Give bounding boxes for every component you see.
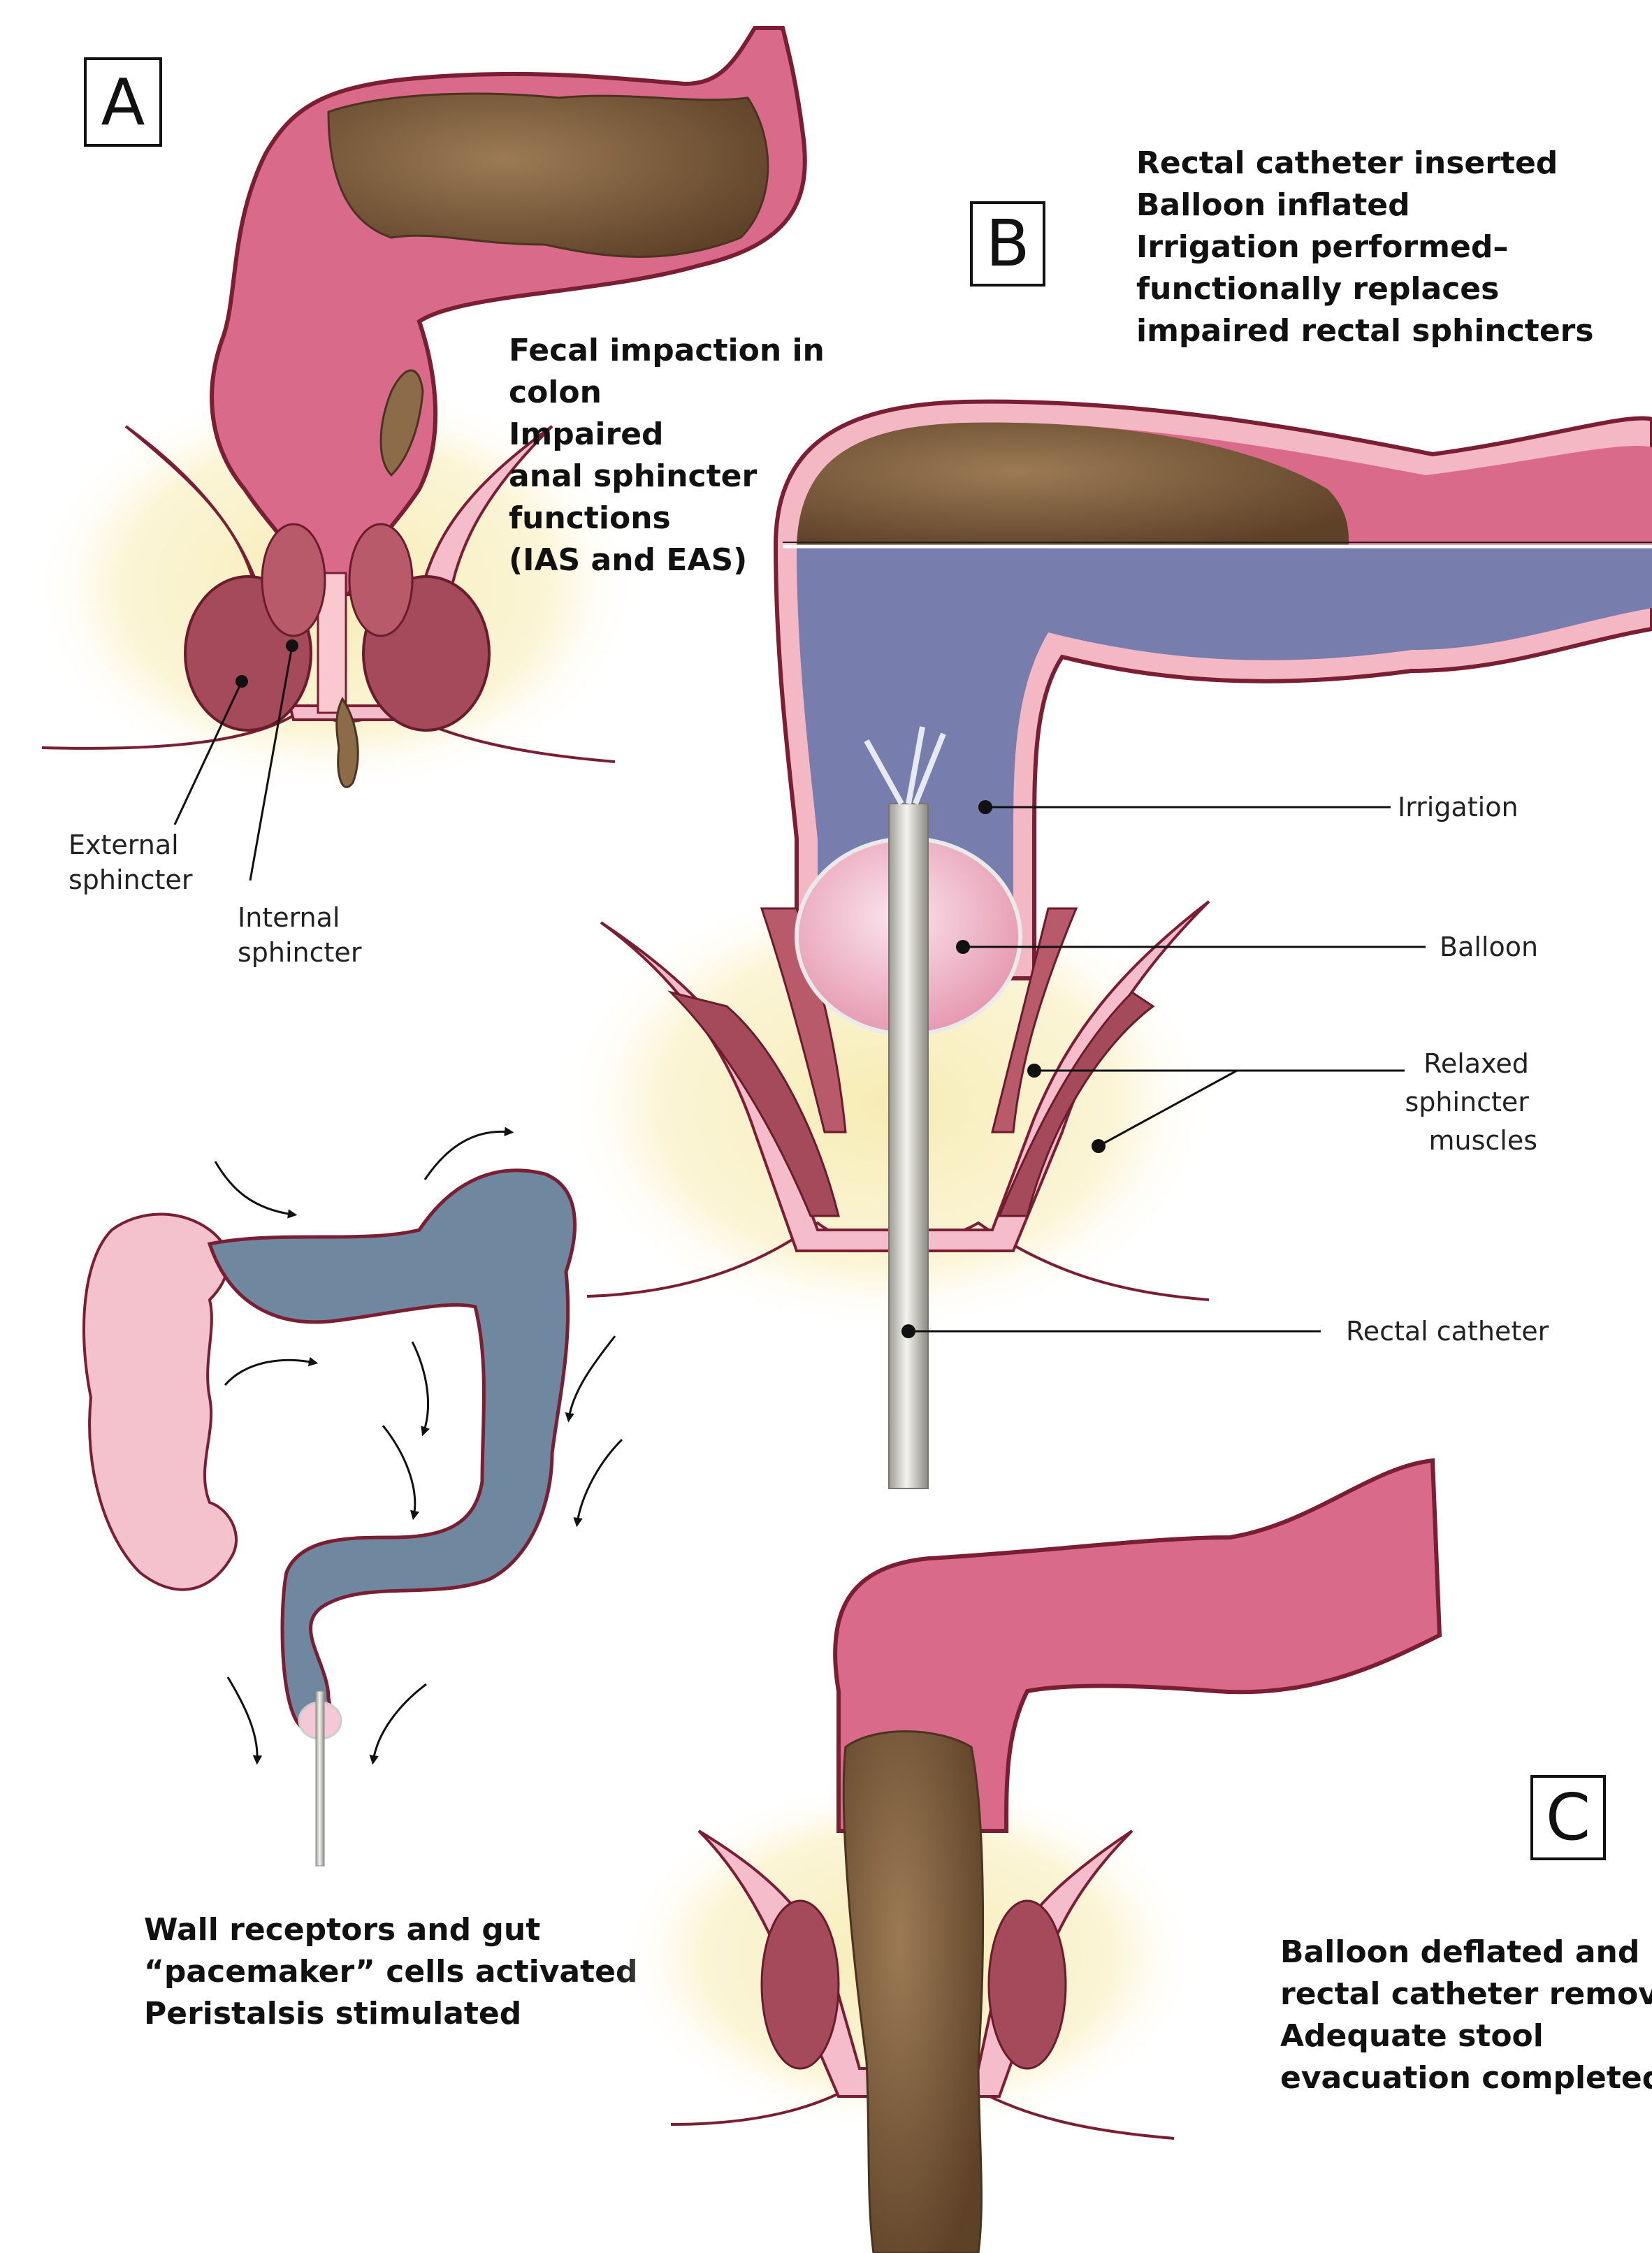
peristalsis-arrow-3 bbox=[224, 1356, 319, 1386]
panel-c-letter-box bbox=[1530, 1775, 1606, 1860]
peristalsis-arrow-1 bbox=[214, 1161, 298, 1219]
peristalsis-arrow-2 bbox=[423, 1126, 514, 1180]
panel-a: A Fecal impaction in colon Impaired anal… bbox=[28, 26, 835, 968]
panel-b-rectal-catheter-label: Rectal catheter bbox=[1346, 1316, 1549, 1347]
panel-a-fecal-mass bbox=[327, 92, 769, 258]
peristalsis-catheter bbox=[315, 1690, 325, 1867]
panel-a-caption: Fecal impaction in colon Impaired anal s… bbox=[509, 333, 835, 578]
panel-a-internal-sphincter-label: Internal sphincter bbox=[238, 902, 362, 968]
peristalsis-panel: Wall receptors and gut “pacemaker” cells… bbox=[82, 1126, 649, 2031]
peristalsis-arrow-6 bbox=[565, 1335, 616, 1423]
panel-a-external-sphincter-leader bbox=[173, 681, 243, 825]
panel-a-internal-sphincter-left bbox=[261, 523, 326, 637]
panel-a-letter-box bbox=[84, 57, 162, 147]
peristalsis-arrow-5 bbox=[382, 1425, 420, 1521]
panel-c-stool-evacuation bbox=[842, 1730, 985, 2253]
panel-b-fecal-mass bbox=[797, 422, 1349, 545]
panel-b-rectal-catheter bbox=[888, 803, 929, 1489]
panel-a-letter: A bbox=[101, 65, 145, 140]
panel-a-external-sphincter-label: External sphincter bbox=[68, 830, 193, 895]
panel-c: C Balloon deflated and rectal catheter r… bbox=[615, 1458, 1652, 2253]
panel-b-relaxed-sphincter-label: Relaxed sphincter muscles bbox=[1405, 1048, 1537, 1156]
panel-b-irrigation-spray bbox=[864, 726, 946, 805]
panel-c-sphincter-left bbox=[760, 1899, 840, 2070]
peristalsis-colon-filled bbox=[207, 1168, 577, 1734]
panel-c-colon bbox=[833, 1458, 1442, 1833]
panel-a-internal-sphincter-right bbox=[348, 523, 414, 637]
peristalsis-arrow-9 bbox=[369, 1683, 427, 1765]
panel-b: B Rectal catheter inserted Balloon infla… bbox=[559, 145, 1652, 1489]
peristalsis-arrow-7 bbox=[573, 1438, 623, 1528]
panel-b-sphincter-right-outer bbox=[997, 991, 1155, 1217]
panel-b-letter: B bbox=[985, 206, 1029, 281]
peristalsis-arrow-4 bbox=[411, 1341, 430, 1437]
panel-a-internal-sphincter-leader bbox=[249, 645, 294, 881]
panel-a-levator bbox=[124, 425, 553, 721]
panel-b-fat-tissue bbox=[559, 874, 1216, 1335]
panel-b-irrigation-fluid bbox=[797, 545, 1652, 964]
peristalsis-ascending-colon bbox=[82, 1212, 238, 1591]
panel-a-extruding-stool bbox=[335, 697, 359, 788]
panel-b-caption: Rectal catheter inserted Balloon inflate… bbox=[1136, 145, 1594, 349]
panel-b-sphincter-leader-2 bbox=[1098, 1069, 1238, 1147]
peristalsis-arrow-8 bbox=[226, 1676, 263, 1765]
panel-b-letter-box bbox=[970, 201, 1045, 287]
panel-c-letter: C bbox=[1546, 1780, 1591, 1855]
panel-b-sphincter-right-inner bbox=[991, 907, 1078, 1133]
panel-b-irrigation-label: Irrigation bbox=[1398, 792, 1519, 823]
peristalsis-caption: Wall receptors and gut “pacemaker” cells… bbox=[144, 1912, 649, 2031]
panel-a-stool-fragment bbox=[379, 369, 424, 477]
panel-b-sphincter-left-outer bbox=[667, 990, 840, 1217]
panel-b-balloon-label: Balloon bbox=[1440, 932, 1538, 962]
panel-c-sphincter-right bbox=[987, 1899, 1067, 2070]
panel-c-caption: Balloon deflated and rectal catheter rem… bbox=[1280, 1934, 1652, 2096]
